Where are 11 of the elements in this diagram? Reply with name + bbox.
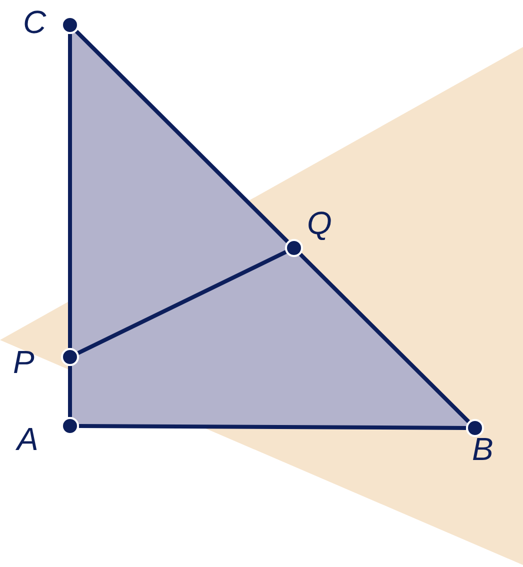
line-segment xyxy=(68,366,72,417)
line-segment xyxy=(74,30,290,244)
line-segment xyxy=(77,250,287,355)
point-label: A xyxy=(17,423,38,455)
point-label: Q xyxy=(307,207,332,239)
point-label: P xyxy=(13,346,34,378)
point-label: B xyxy=(472,433,494,465)
line-segment xyxy=(68,34,72,348)
line-segment xyxy=(79,424,466,430)
line-segment xyxy=(298,252,470,424)
point-label: C xyxy=(23,6,46,38)
